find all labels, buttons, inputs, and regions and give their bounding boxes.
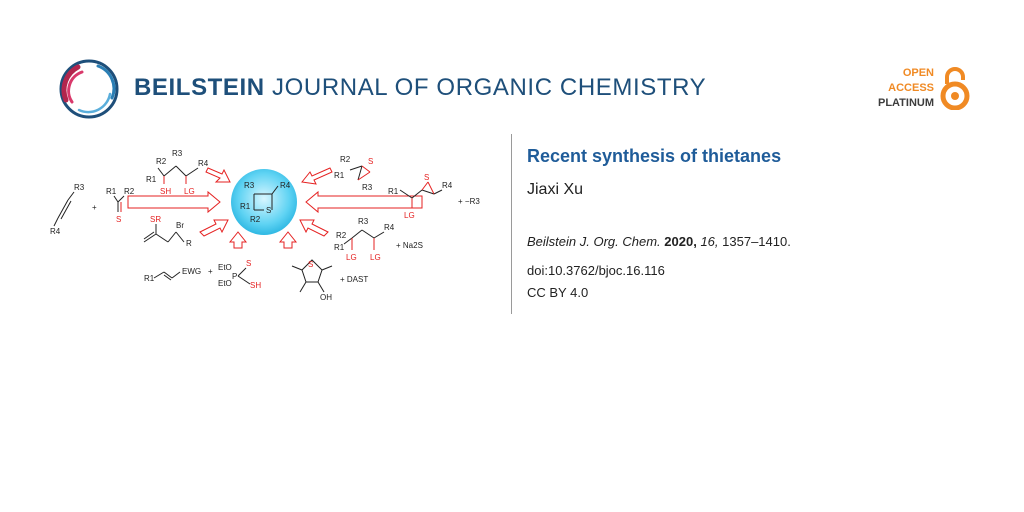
- thiolane-oh: OH: [320, 293, 332, 302]
- center-r3: R3: [244, 181, 255, 190]
- article-title[interactable]: Recent synthesis of thietanes: [527, 146, 782, 166]
- center-r4: R4: [280, 181, 291, 190]
- dihalide-r2: R2: [336, 231, 347, 240]
- citation-journal: Beilstein J. Org. Chem.: [527, 234, 661, 249]
- plus-1: +: [92, 203, 97, 212]
- dtp-p: P: [232, 272, 237, 281]
- thione-r2: R2: [124, 187, 135, 196]
- reagent-na2s: + Na2S: [396, 241, 423, 250]
- journal-name: JOURNAL OF ORGANIC CHEMISTRY: [272, 74, 707, 101]
- alkene-r4: R4: [50, 227, 61, 236]
- thione-s: S: [116, 215, 121, 224]
- beilstein-logo-icon: [59, 59, 119, 119]
- lg-thiirane-lg: LG: [404, 211, 415, 220]
- arrow-lower-right: [299, 219, 329, 237]
- citation-volume: 16,: [700, 234, 719, 249]
- thiol-lg: LG: [184, 187, 195, 196]
- journal-title[interactable]: BEILSTEIN JOURNAL OF ORGANIC CHEMISTRY: [134, 74, 706, 102]
- open-access-text: OPEN ACCESS PLATINUM: [878, 66, 934, 111]
- arrow-lower-left: [199, 219, 229, 237]
- reagent-minus-r3: + −R3: [458, 197, 480, 206]
- allyl-br: Br: [176, 221, 184, 230]
- acceptor-ewg: EWG: [182, 267, 201, 276]
- thiolane-s: S: [308, 260, 313, 269]
- dihalide-lg-1: LG: [346, 253, 357, 262]
- thiirane-s: S: [368, 157, 373, 166]
- arrow-bottom-right: [278, 231, 298, 249]
- badge-platinum: PLATINUM: [877, 97, 934, 109]
- open-access-badge: OPEN ACCESS PLATINUM: [876, 66, 972, 110]
- alkene-r3: R3: [74, 183, 85, 192]
- reagent-dast: + DAST: [340, 275, 368, 284]
- thiol-r1: R1: [146, 175, 157, 184]
- article-citation: Beilstein J. Org. Chem. 2020, 16, 1357–1…: [527, 234, 791, 249]
- arrow-upper-right: [301, 167, 333, 185]
- center-r1: R1: [240, 202, 251, 211]
- arrow-bottom-left: [228, 231, 248, 249]
- thiirane-r2: R2: [340, 155, 351, 164]
- thiol-r3: R3: [172, 149, 183, 158]
- thiol-r2: R2: [156, 157, 167, 166]
- lg-thiirane-r1: R1: [388, 187, 399, 196]
- article-authors: Jiaxi Xu: [527, 181, 584, 198]
- dtp-s: S: [246, 259, 251, 268]
- thiirane-r1: R1: [334, 171, 345, 180]
- journal-brand: BEILSTEIN: [134, 74, 265, 101]
- dtp-eto-2: EtO: [218, 279, 232, 288]
- thiol-r4: R4: [198, 159, 209, 168]
- dihalide-r1: R1: [334, 243, 345, 252]
- dtp-sh: SH: [250, 281, 261, 290]
- open-lock-icon: [940, 67, 970, 110]
- allyl-sr: SR: [150, 215, 161, 224]
- arrow-upper-left: [205, 167, 231, 183]
- thiol-sh: SH: [160, 187, 171, 196]
- badge-access: ACCESS: [888, 82, 934, 94]
- article-license[interactable]: CC BY 4.0: [527, 285, 589, 300]
- dihalide-r4: R4: [384, 223, 395, 232]
- graphical-abstract-scheme: R3 R4 R1 R2 S R3 R4 + R1 R2 S: [50, 149, 480, 302]
- plus-2: +: [208, 267, 213, 276]
- center-thietane-highlight: [231, 169, 297, 235]
- allyl-r: R: [186, 239, 192, 248]
- dihalide-lg-2: LG: [370, 253, 381, 262]
- vertical-divider: [511, 134, 512, 314]
- thione-r1: R1: [106, 187, 117, 196]
- center-r2: R2: [250, 215, 261, 224]
- lg-thiirane-r4: R4: [442, 181, 453, 190]
- badge-open: OPEN: [902, 67, 934, 79]
- center-s: S: [266, 206, 271, 215]
- citation-year: 2020,: [664, 234, 697, 249]
- article-doi[interactable]: doi:10.3762/bjoc.16.116: [527, 263, 665, 278]
- thiirane-r3: R3: [362, 183, 373, 192]
- acceptor-r1: R1: [144, 274, 155, 283]
- arrow-right-main: [305, 190, 423, 214]
- dihalide-r3: R3: [358, 217, 369, 226]
- citation-pages: 1357–1410.: [722, 234, 791, 249]
- dtp-eto-1: EtO: [218, 263, 232, 272]
- arrow-left-main: [127, 190, 221, 214]
- lg-thiirane-s: S: [424, 173, 429, 182]
